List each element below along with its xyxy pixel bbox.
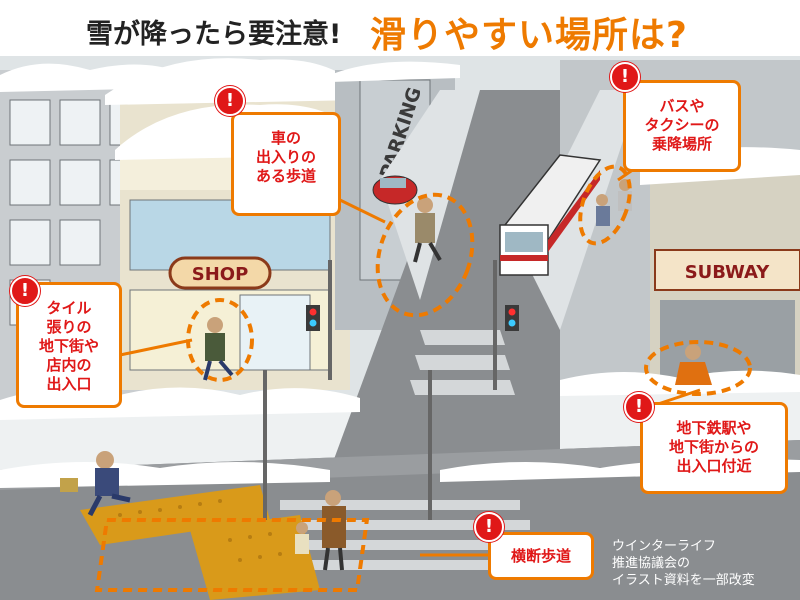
callout-line: ある歩道 (255, 167, 316, 185)
alert-icon: ! (610, 62, 640, 92)
callout-line: 車の (270, 129, 301, 147)
callout-line: バスや (659, 97, 705, 115)
subway-sign: SUBWAY (685, 262, 771, 283)
callout-line: タクシーの (644, 116, 720, 134)
callout-crosswalk: 横断歩道 (488, 532, 594, 580)
page-title-emphasis: 滑りやすい場所は? (370, 15, 688, 56)
callout-line: 張りの (46, 318, 92, 336)
callout-subway-entrance: 地下鉄駅や 地下街からの 出入口付近 (640, 402, 788, 494)
alert-icon: ! (474, 512, 504, 542)
credit-line: イラスト資料を一部改変 (612, 573, 755, 588)
alert-icon: ! (10, 276, 40, 306)
shop-sign: SHOP (192, 264, 249, 285)
tactile-paving (80, 485, 320, 600)
callout-line: 地下鉄駅や (676, 419, 752, 437)
credit-line: ウインターライフ (612, 539, 717, 554)
callout-line: タイル (46, 299, 92, 317)
callout-line: 出入口 (46, 375, 92, 393)
page-title: 雪が降ったら要注意! (86, 19, 342, 50)
callout-line: 横断歩道 (510, 547, 571, 565)
person (60, 179, 712, 571)
callout-line: 出入口付近 (676, 457, 752, 475)
callout-bus-taxi: バスや タクシーの 乗降場所 (623, 80, 741, 172)
image-credit: ウインターライフ 推進協議会の イラスト資料を一部改変 (612, 538, 755, 589)
alert-icon: ! (624, 392, 654, 422)
credit-line: 推進協議会の (612, 556, 691, 571)
callout-line: 地下街や (38, 337, 99, 355)
callout-line: 地下街からの (668, 438, 759, 456)
callout-line: 出入りの (255, 148, 316, 166)
car (372, 175, 418, 205)
bus (499, 154, 602, 276)
callout-car-sidewalk: 車の 出入りの ある歩道 (231, 112, 341, 216)
alert-icon: ! (215, 86, 245, 116)
traffic-light (263, 260, 497, 520)
callout-line: 店内の (46, 356, 92, 374)
callout-line: 乗降場所 (651, 135, 712, 153)
title-bar: 雪が降ったら要注意! 滑りやすい場所は? (0, 0, 800, 56)
